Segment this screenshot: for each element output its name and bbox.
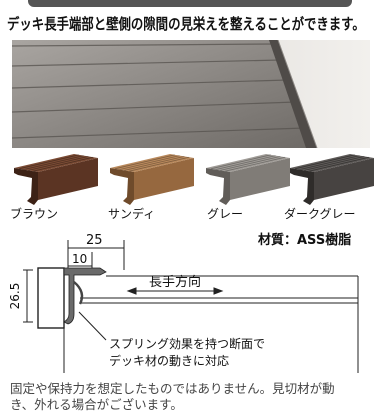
width-dimension-label: 25 xyxy=(86,233,103,248)
page-title: デッキ長手端部と壁側の隙間の見栄えを整えることができます。 xyxy=(7,14,365,33)
trim-highlight xyxy=(277,40,318,148)
footnote: 固定や保持力を想定したものではありません。見切材が動き、外れる場合がございます。 xyxy=(10,381,335,412)
color-label-sandy: サンディ xyxy=(108,207,156,221)
piece-ridges xyxy=(294,154,370,172)
material-spec: 材質：ASS樹脂 xyxy=(258,233,352,248)
leader-line xyxy=(78,311,107,341)
piece-ridges xyxy=(18,154,94,172)
piece-top-face xyxy=(290,154,374,172)
color-swatch-sandy xyxy=(110,154,194,205)
height-dimension xyxy=(23,269,33,323)
deck-surface xyxy=(12,40,312,148)
deck-grooves xyxy=(12,43,306,139)
piece-end-profile xyxy=(14,168,38,205)
section-header-tab xyxy=(28,0,352,7)
direction-label: 長手方向 xyxy=(149,274,201,290)
trim-profile xyxy=(63,267,107,325)
direction-arrow xyxy=(126,287,224,295)
piece-top-face xyxy=(14,154,98,172)
color-label-brown: ブラウン xyxy=(10,207,59,221)
cross-section-diagram: 25 10 26.5 長手方向 スプリング効果を持つ断面で デッキ材の動きに対応 xyxy=(8,233,359,373)
inner-dimension xyxy=(68,252,93,270)
color-swatch-dark-gray xyxy=(290,154,374,205)
trim-strip xyxy=(269,40,317,148)
piece-end-profile xyxy=(110,168,134,205)
piece-end-profile xyxy=(206,168,230,205)
wall-block xyxy=(37,267,65,329)
note-line-2: デッキ材の動きに対応 xyxy=(109,353,229,368)
color-swatch-brown xyxy=(14,154,98,205)
color-label-gray: グレー xyxy=(207,207,244,221)
width-dimension xyxy=(67,240,125,270)
piece-ridges xyxy=(210,154,286,172)
piece-top-face xyxy=(206,154,290,172)
note-line-1: スプリング効果を持つ断面で xyxy=(109,336,265,351)
color-swatch-gray xyxy=(206,154,290,205)
piece-end-profile xyxy=(290,168,314,205)
height-dimension-label: 26.5 xyxy=(8,283,22,310)
deck-board-lines xyxy=(63,275,359,373)
color-label-dark-gray: ダークグレー xyxy=(284,207,356,221)
inner-dimension-label: 10 xyxy=(72,252,87,266)
piece-ridges xyxy=(114,154,190,172)
spring-arm xyxy=(73,281,84,305)
deck-photo xyxy=(12,40,370,148)
piece-top-face xyxy=(110,154,194,172)
